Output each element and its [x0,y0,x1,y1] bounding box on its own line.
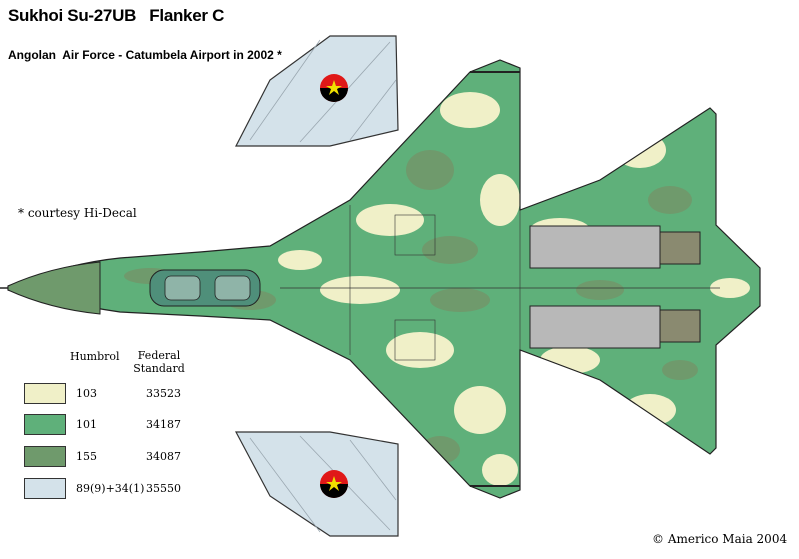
legend-federal-value: 33523 [146,387,181,400]
page-title: Sukhoi Su-27UB Flanker C [8,6,225,25]
courtesy-note: * courtesy Hi-Decal [18,206,137,220]
legend-humbrol-value: 101 [76,418,97,431]
page-subtitle: Angolan Air Force - Catumbela Airport in… [8,48,282,62]
lower-roundel [320,470,348,498]
legend-federal-value: 34087 [146,450,181,463]
legend-header-federal: Federal Standard [132,349,186,375]
lower-wing-panel [235,431,399,537]
upper-roundel [320,74,348,102]
legend-humbrol-value: 103 [76,387,97,400]
legend-swatch-sand [24,383,66,404]
legend-swatch-olive [24,446,66,467]
copyright-credit: © Americo Maia 2004 [652,532,788,546]
legend-swatch-lightblue [24,478,66,499]
legend-header-federal-line2: Standard [133,362,185,375]
legend-header-humbrol: Humbrol [70,350,120,363]
legend-humbrol-value: 155 [76,450,97,463]
legend-header-federal-line1: Federal [137,349,181,362]
legend-swatch-green [24,414,66,435]
aircraft-body [0,59,761,499]
legend-humbrol-value: 89(9)+34(1) [76,482,145,495]
upper-wing-panel [235,35,399,147]
legend-federal-value: 35550 [146,482,181,495]
legend-federal-value: 34187 [146,418,181,431]
